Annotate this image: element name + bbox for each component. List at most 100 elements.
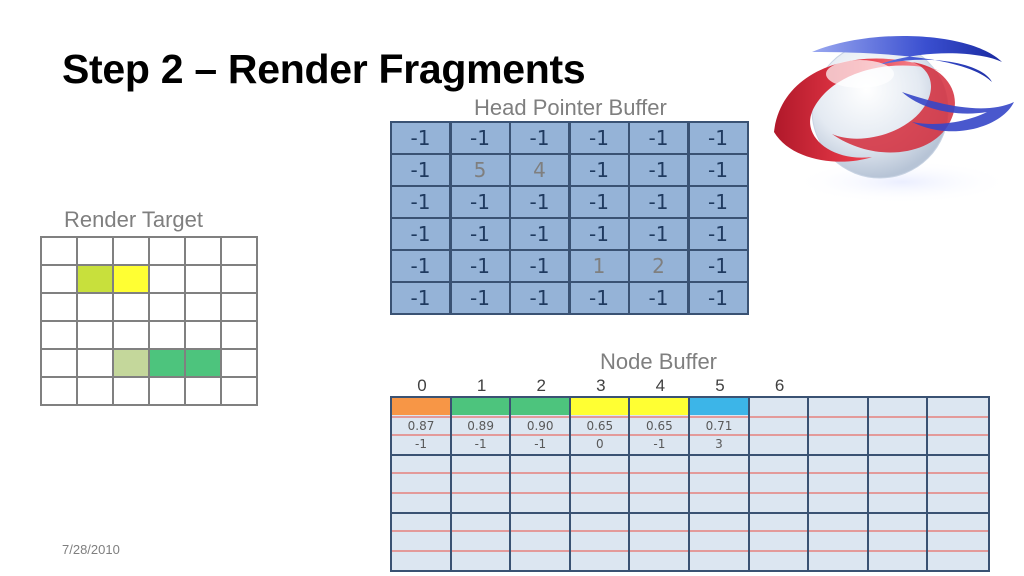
render-target-pixel: [186, 294, 220, 320]
node-row-divider: [392, 512, 988, 514]
node-index-label: 1: [476, 376, 487, 395]
render-target-pixel: [42, 322, 76, 348]
node-column-divider: [747, 398, 750, 570]
render-target-pixel: [114, 322, 148, 348]
head-pointer-cell: -1: [511, 219, 568, 249]
node-next-pointer: -1: [653, 437, 666, 451]
render-target-pixel: [114, 266, 148, 292]
render-target-pixel: [222, 238, 256, 264]
node-slot-divider: [392, 434, 988, 436]
head-pointer-cell: -1: [689, 123, 747, 153]
node-column-divider: [926, 398, 929, 570]
slide-title: Step 2 – Render Fragments: [62, 46, 586, 92]
head-pointer-cell: -1: [392, 123, 449, 153]
slide-date: 7/28/2010: [62, 542, 120, 557]
render-target-pixel: [114, 294, 148, 320]
head-pointer-cell: -1: [570, 155, 628, 185]
head-pointer-cell: -1: [570, 219, 628, 249]
head-pointer-cell: -1: [689, 283, 747, 313]
head-pointer-cell: -1: [570, 123, 628, 153]
node-slot-divider: [392, 550, 988, 552]
node-color-swatch: [690, 398, 748, 415]
head-pointer-cell: -1: [630, 123, 687, 153]
render-target-pixel: [114, 350, 148, 376]
head-pointer-cell: -1: [392, 219, 449, 249]
render-target-pixel: [222, 266, 256, 292]
render-target-pixel: [150, 294, 184, 320]
node-color-swatch: [392, 398, 450, 415]
node-column-divider: [509, 398, 512, 570]
head-pointer-cell: -1: [630, 283, 687, 313]
head-pointer-cell: 2: [630, 251, 687, 281]
node-color-swatch: [511, 398, 569, 415]
head-pointer-cell: -1: [511, 187, 568, 217]
node-depth-value: 0.87: [407, 419, 435, 433]
render-target-pixel: [186, 238, 220, 264]
render-target-pixel: [150, 322, 184, 348]
render-target-pixel: [78, 266, 112, 292]
render-target-pixel: [42, 238, 76, 264]
head-pointer-cell: -1: [451, 283, 509, 313]
node-column-divider: [628, 398, 631, 570]
head-pointer-cell: -1: [689, 251, 747, 281]
head-pointer-cell: -1: [689, 187, 747, 217]
node-index-label: 3: [596, 376, 606, 395]
node-depth-value: 0.65: [586, 419, 614, 433]
node-next-pointer: 3: [715, 437, 723, 451]
head-pointer-cell: -1: [689, 155, 747, 185]
render-target-pixel: [78, 350, 112, 376]
render-target-grid: [40, 236, 258, 406]
node-index-label: 4: [655, 376, 666, 395]
node-column-divider: [807, 398, 810, 570]
node-column-divider: [866, 398, 869, 570]
head-pointer-cell: -1: [451, 251, 509, 281]
head-pointer-buffer-label: Head Pointer Buffer: [474, 95, 667, 120]
node-color-swatch: [451, 398, 510, 415]
node-next-pointer: -1: [534, 437, 547, 451]
head-pointer-cell: -1: [451, 123, 509, 153]
node-next-pointer: 0: [595, 437, 604, 451]
node-column-divider: [449, 398, 452, 570]
head-pointer-cell: -1: [451, 219, 509, 249]
node-next-pointer: -1: [474, 437, 487, 451]
head-pointer-cell: -1: [630, 155, 687, 185]
head-pointer-cell: -1: [511, 251, 568, 281]
head-pointer-cell: -1: [689, 219, 747, 249]
render-target-pixel: [42, 266, 76, 292]
node-column-divider: [688, 398, 690, 570]
render-target-pixel: [78, 294, 112, 320]
head-pointer-cell: -1: [392, 283, 449, 313]
render-target-pixel: [222, 322, 256, 348]
node-color-swatch: [630, 398, 688, 415]
node-slot-divider: [392, 472, 988, 474]
head-pointer-cell: -1: [511, 283, 568, 313]
swirl-logo-icon: [774, 35, 1014, 204]
head-pointer-cell: -1: [392, 187, 449, 217]
node-depth-value: 0.71: [705, 419, 733, 433]
render-target-label: Render Target: [64, 207, 204, 232]
head-pointer-cell: -1: [630, 187, 687, 217]
head-pointer-cell: -1: [511, 123, 568, 153]
render-target-pixel: [42, 378, 76, 404]
render-target-pixel: [222, 294, 256, 320]
node-depth-value: 0.65: [646, 419, 673, 433]
head-pointer-cell: -1: [392, 251, 449, 281]
render-target-pixel: [150, 266, 184, 292]
render-target-pixel: [42, 350, 76, 376]
node-buffer-label: Node Buffer: [600, 349, 718, 374]
render-target-pixel: [186, 322, 220, 348]
head-pointer-cell: -1: [570, 187, 628, 217]
node-index-label: 5: [715, 376, 725, 395]
head-pointer-cell: -1: [570, 283, 628, 313]
node-column-divider: [568, 398, 571, 570]
render-target-pixel: [150, 378, 184, 404]
node-index-label: 0: [417, 376, 427, 395]
node-depth-value: 0.89: [467, 419, 494, 433]
head-pointer-cell: 4: [511, 155, 568, 185]
render-target-pixel: [222, 350, 256, 376]
node-index-label: 2: [536, 376, 546, 395]
node-slot-divider: [392, 530, 988, 532]
render-target-pixel: [186, 378, 220, 404]
render-target-pixel: [42, 294, 76, 320]
